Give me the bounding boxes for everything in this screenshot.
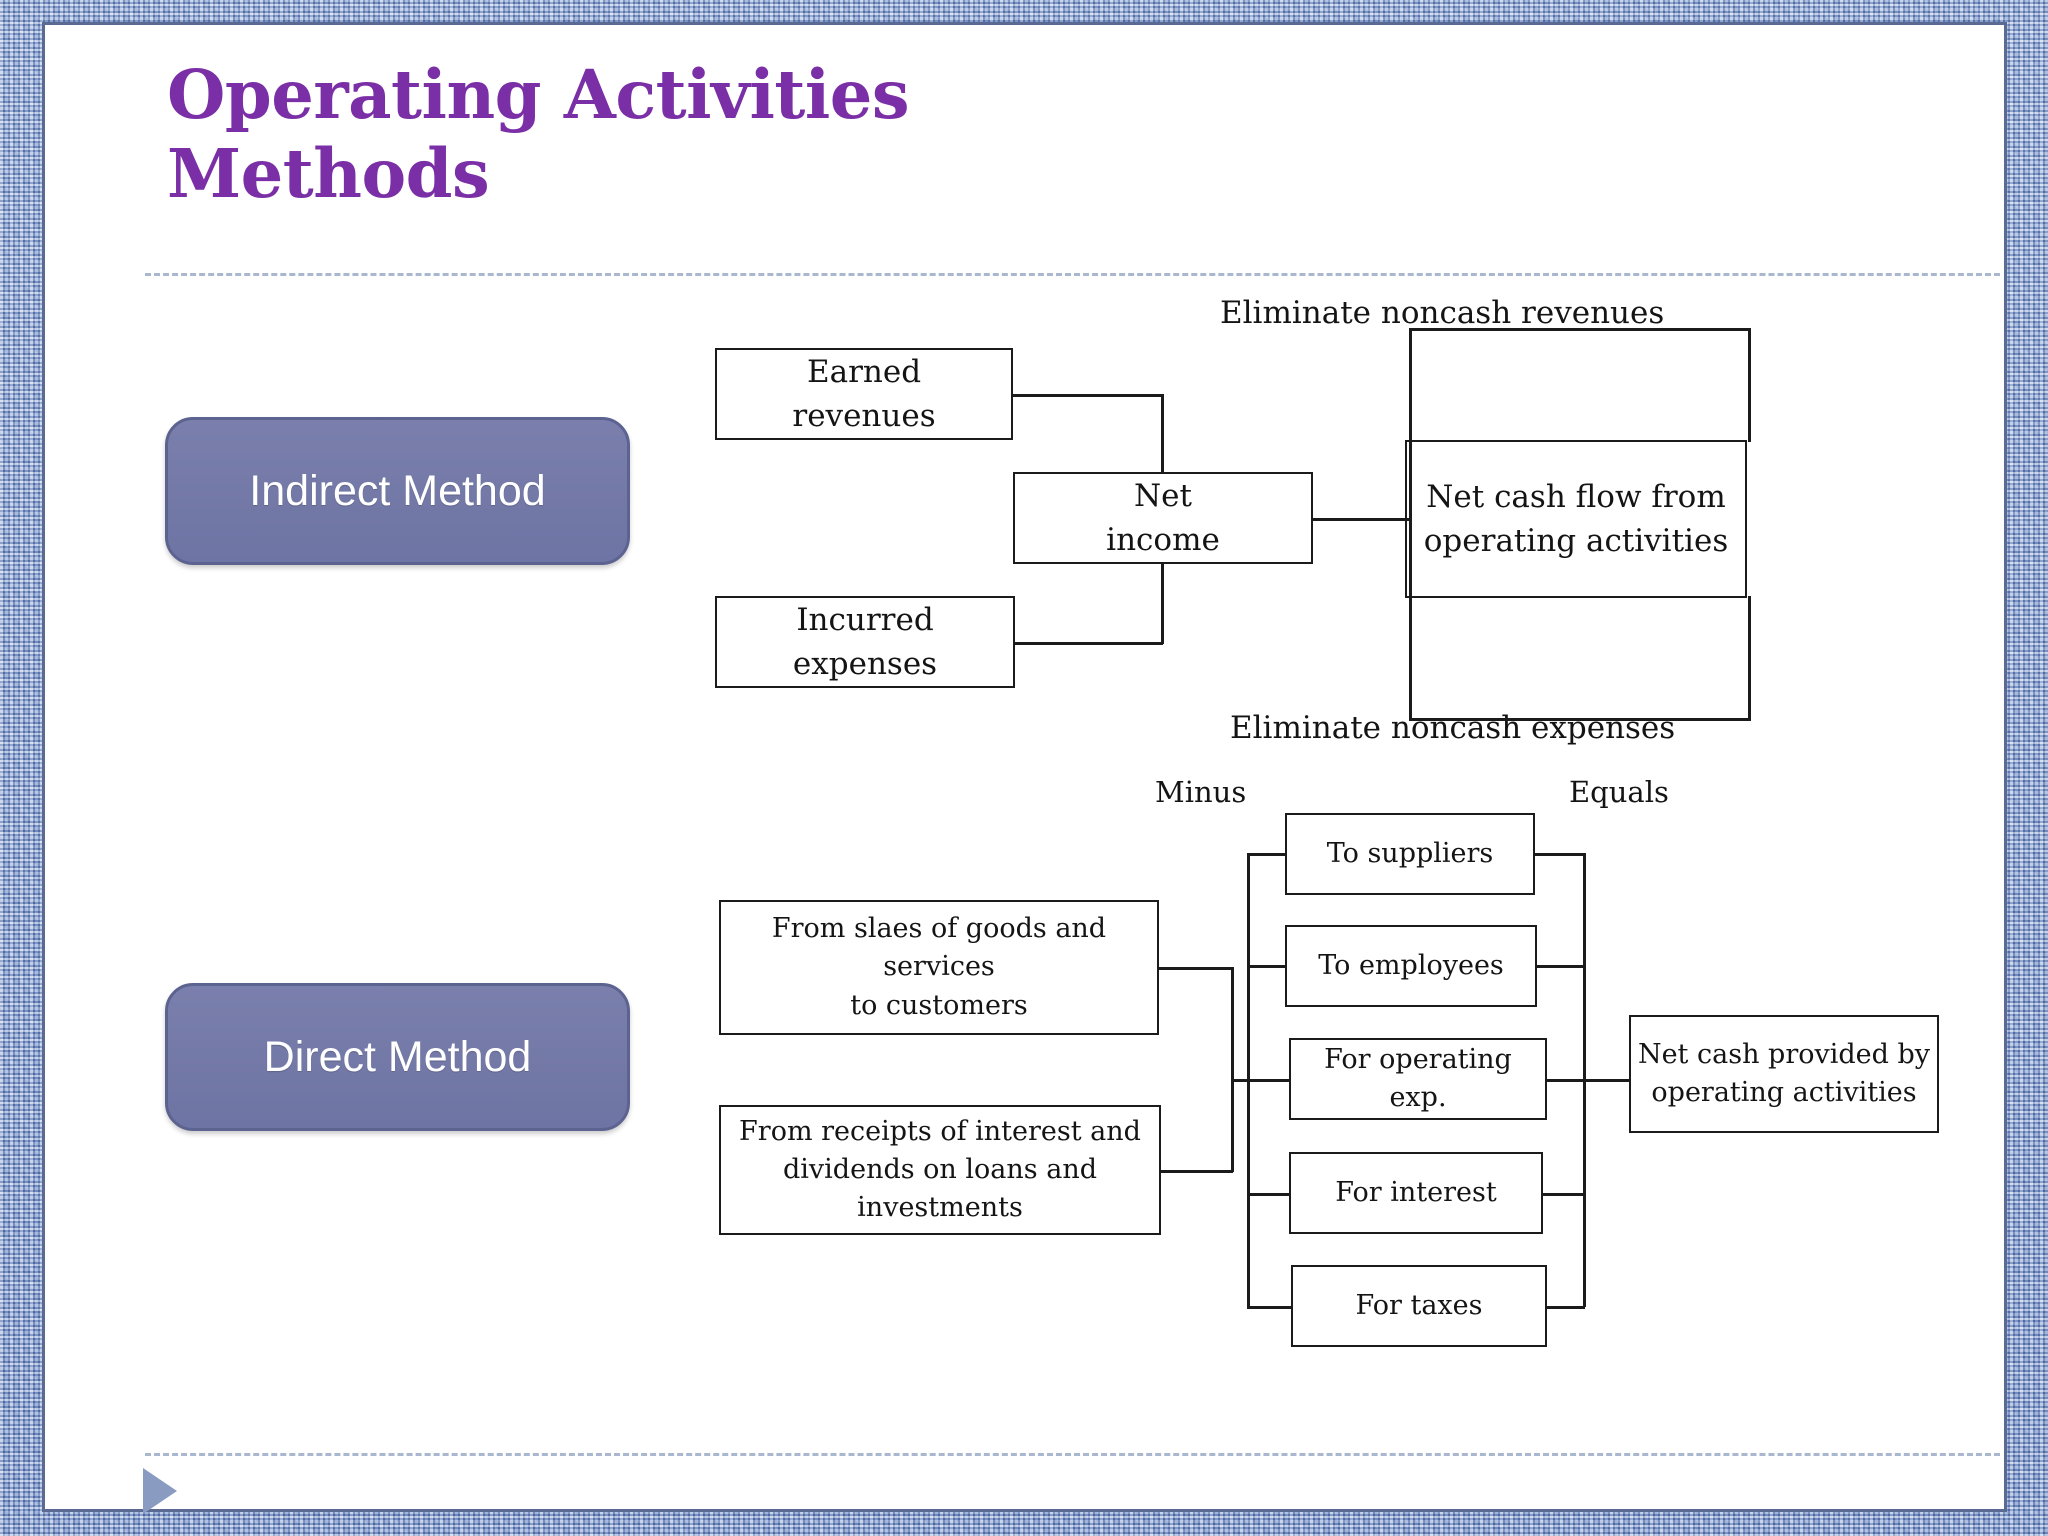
connector-net-income-to-bus — [1313, 518, 1411, 521]
indirect-method-label: Indirect Method — [249, 466, 546, 515]
connector-employees-to-collect — [1535, 965, 1585, 968]
label-eliminate-noncash-expenses: Eliminate noncash expenses — [1230, 710, 1676, 746]
connector-fan-to-interest — [1247, 1193, 1291, 1196]
label-eliminate-noncash-revenues: Eliminate noncash revenues — [1220, 295, 1665, 331]
connector-left-bus-vertical — [1231, 967, 1234, 1172]
label-equals: Equals — [1569, 775, 1669, 809]
direct-method-diagram: From slaes of goods and services to cust… — [685, 775, 2005, 1395]
connector-joint-up-to-net-income — [1161, 562, 1164, 644]
box-earned-revenues: Earned revenues — [715, 348, 1013, 440]
box-net-income: Net income — [1013, 472, 1313, 564]
box-net-cash-provided: Net cash provided by operating activitie… — [1629, 1015, 1939, 1133]
page-title: Operating Activities Methods — [167, 55, 910, 214]
connector-receipts-to-left-bus — [1161, 1170, 1233, 1173]
connector-joint-down-to-net-income — [1161, 394, 1164, 474]
footer-divider-bottom — [145, 1453, 2000, 1456]
connector-suppliers-to-collect — [1533, 853, 1585, 856]
connector-sales-to-left-bus — [1159, 967, 1233, 970]
box-from-receipts-of-interest: From receipts of interest and dividends … — [719, 1105, 1161, 1235]
indirect-method-pill[interactable]: Indirect Method — [165, 417, 630, 565]
label-minus: Minus — [1155, 775, 1247, 809]
direct-method-pill[interactable]: Direct Method — [165, 983, 630, 1131]
connector-fan-to-operating-exp — [1247, 1079, 1291, 1082]
play-triangle-icon[interactable] — [143, 1468, 177, 1514]
connector-box-top-stub — [1748, 328, 1751, 442]
connector-fan-to-suppliers — [1247, 853, 1287, 856]
connector-earned-to-joint — [1013, 394, 1163, 397]
connector-taxes-to-collect — [1545, 1306, 1585, 1309]
connector-operating-exp-to-net-cash — [1545, 1079, 1631, 1082]
slide-canvas: Operating Activities Methods Indirect Me… — [42, 22, 2007, 1514]
connector-fan-to-employees — [1247, 965, 1287, 968]
connector-bus-bottom-to-box — [1409, 718, 1751, 721]
box-to-suppliers: To suppliers — [1285, 813, 1535, 895]
box-from-sales-of-goods: From slaes of goods and services to cust… — [719, 900, 1159, 1035]
connector-vertical-bus — [1409, 328, 1412, 720]
box-to-employees: To employees — [1285, 925, 1537, 1007]
connector-box-bottom-stub — [1748, 596, 1751, 720]
connector-incurred-to-joint — [1015, 642, 1163, 645]
box-net-cash-flow-operating: Net cash flow from operating activities — [1405, 440, 1747, 598]
direct-method-label: Direct Method — [263, 1032, 532, 1081]
box-for-interest: For interest — [1289, 1152, 1543, 1234]
box-for-taxes: For taxes — [1291, 1265, 1547, 1347]
box-for-operating-exp: For operating exp. — [1289, 1038, 1547, 1120]
connector-bus-top-to-box — [1409, 328, 1751, 331]
indirect-method-diagram: Earned revenues Incurred expenses Net in… — [685, 295, 2005, 746]
box-incurred-expenses: Incurred expenses — [715, 596, 1015, 688]
title-divider-top — [145, 273, 2000, 276]
connector-fan-to-taxes — [1247, 1306, 1293, 1309]
connector-interest-to-collect — [1541, 1193, 1585, 1196]
